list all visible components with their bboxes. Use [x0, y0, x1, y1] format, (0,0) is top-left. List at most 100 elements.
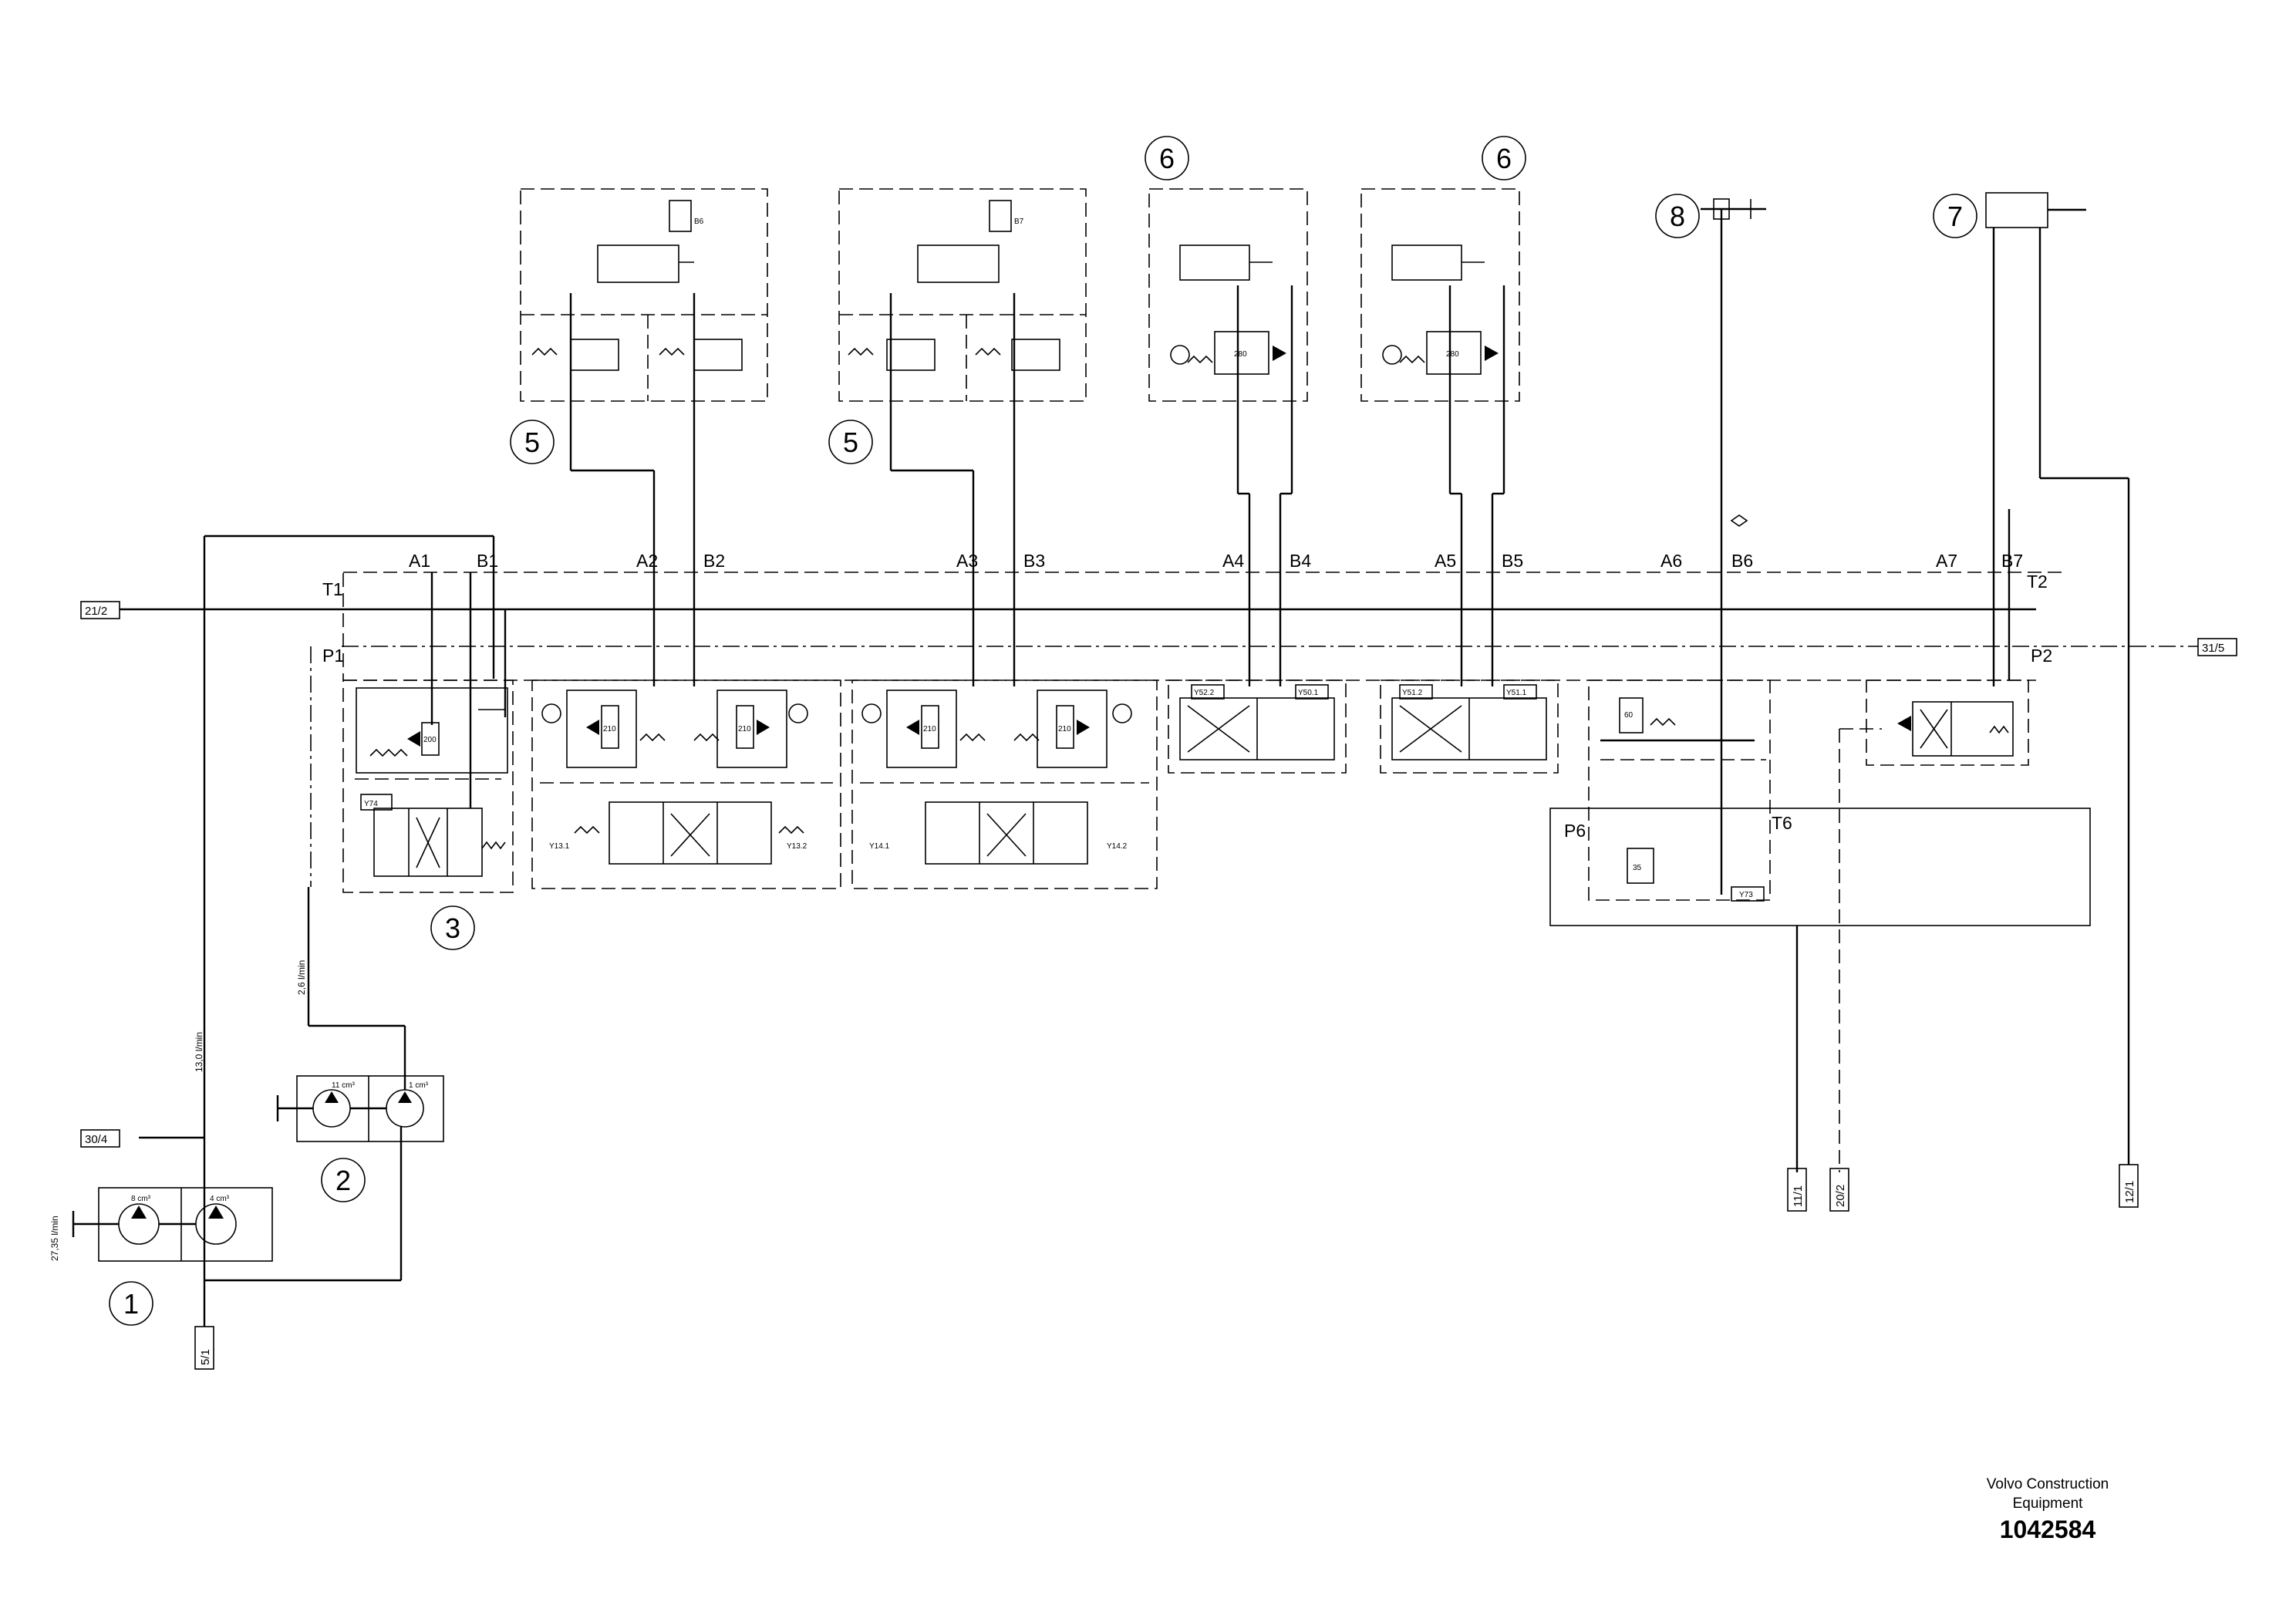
callout-circle-6b	[1482, 136, 1526, 180]
setting-210d: 210	[1058, 725, 1071, 733]
callout-circle-1	[109, 1281, 153, 1326]
callout-1: 1	[123, 1288, 139, 1320]
flow-labels: 27,35 l/min 13,0 l/min 2,6 l/min 8 cm³ 4…	[49, 960, 429, 1261]
solenoid-labels: Y74 Y13.1 Y13.2 Y14.1 Y14.2 Y52.2 Y50.1 …	[364, 218, 1753, 899]
pump-group-1	[72, 1187, 273, 1262]
setting-210a: 210	[603, 725, 616, 733]
disp-11: 11 cm³	[332, 1081, 355, 1090]
reference-boxes	[80, 601, 2237, 1370]
cylinder-7	[1985, 192, 2130, 1165]
callout-5a: 5	[524, 427, 540, 458]
ref-21-2: 21/2	[85, 605, 107, 618]
callout-circle-5a	[510, 420, 555, 464]
cylinder-8	[1701, 198, 1766, 527]
valve-section-6b	[1380, 679, 1559, 774]
port-a1: A1	[409, 551, 430, 571]
setting-280a: 280	[1234, 350, 1247, 359]
callout-circle-2	[321, 1158, 366, 1202]
port-t6: T6	[1772, 813, 1792, 833]
sol-y13-2: Y13.2	[787, 842, 807, 851]
sol-y13-1: Y13.1	[549, 842, 570, 851]
port-b4: B4	[1290, 551, 1311, 571]
valve-section-5a	[531, 679, 841, 889]
setting-200: 200	[423, 736, 437, 744]
sol-y51-1: Y51.1	[1506, 689, 1527, 697]
port-p6: P6	[1564, 821, 1586, 841]
callout-5b: 5	[843, 427, 858, 458]
callout-circle-6a	[1145, 136, 1189, 180]
supply-lines	[139, 534, 495, 1327]
port-b3: B3	[1023, 551, 1045, 571]
actuator-box-6b	[1360, 188, 1520, 686]
sol-y50-1: Y50.1	[1298, 689, 1319, 697]
callout-circle-5b	[828, 420, 873, 464]
port-a4: A4	[1222, 551, 1244, 571]
callout-7: 7	[1947, 201, 1963, 232]
feed-lines	[571, 469, 1016, 686]
setting-210b: 210	[738, 725, 751, 733]
reference-labels: 21/2 31/5 30/4 5/1 11/1 20/2 12/1	[85, 605, 2224, 1365]
ref-30-4: 30/4	[85, 1133, 107, 1146]
valve-section-6a	[1168, 679, 1347, 774]
flow-13: 13,0 l/min	[194, 1032, 204, 1072]
ref-20-2: 20/2	[1834, 1185, 1847, 1207]
callout-8: 8	[1670, 201, 1685, 232]
setting-210c: 210	[923, 725, 936, 733]
ref-12-1: 12/1	[2123, 1181, 2136, 1203]
callout-2: 2	[335, 1165, 351, 1196]
disp-1: 1 cm³	[409, 1081, 429, 1090]
sensor-b6: B6	[694, 218, 704, 226]
drawing-number: 1042584	[1999, 1516, 2096, 1543]
port-b7: B7	[2001, 551, 2023, 571]
valve-setting-labels: 200 210 210 210 210 280 280 60 35	[423, 350, 1642, 872]
actuator-box-6a	[1148, 188, 1308, 686]
port-p1: P1	[322, 646, 344, 666]
component-callouts: 1 2 3 5 5 6 6 8 7	[109, 136, 1977, 1326]
valve-section-5b	[851, 679, 1158, 889]
valve-section-8	[1549, 208, 2091, 926]
actuator-box-5b	[838, 188, 1087, 470]
port-b2: B2	[703, 551, 725, 571]
flow-26: 2,6 l/min	[296, 960, 307, 995]
brand-line-1: Volvo Construction	[1986, 1476, 2109, 1492]
actuator-box-5a	[520, 188, 768, 470]
sol-y51-2: Y51.2	[1402, 689, 1423, 697]
flow-pump1: 27,35 l/min	[49, 1216, 60, 1261]
valve-section-3	[342, 572, 514, 893]
return-lines	[1795, 728, 1882, 1172]
setting-280b: 280	[1446, 350, 1459, 359]
brand-caption: Volvo Construction Equipment	[1971, 1475, 2125, 1513]
sensor-b7: B7	[1014, 218, 1024, 226]
valve-section-7	[1866, 679, 2029, 766]
callout-6b: 6	[1496, 143, 1512, 174]
port-a2: A2	[636, 551, 658, 571]
disp-8: 8 cm³	[131, 1195, 151, 1203]
sol-y14-2: Y14.2	[1107, 842, 1128, 851]
disp-4: 4 cm³	[210, 1195, 230, 1203]
port-a7: A7	[1936, 551, 1957, 571]
port-labels: A1 B1 A2 B2 A3 B3 A4 B4 A5 B5 A6 B6 A7 B…	[322, 551, 2052, 841]
sol-y73: Y73	[1739, 891, 1753, 899]
port-p2: P2	[2031, 646, 2052, 666]
ref-11-1: 11/1	[1792, 1185, 1805, 1207]
callout-circle-7	[1933, 194, 1977, 238]
sol-y52-2: Y52.2	[1194, 689, 1215, 697]
port-b5: B5	[1502, 551, 1523, 571]
callout-circle-8	[1655, 194, 1700, 238]
setting-60: 60	[1624, 711, 1633, 720]
port-a3: A3	[956, 551, 978, 571]
sol-y14-1: Y14.1	[869, 842, 890, 851]
port-a6: A6	[1660, 551, 1682, 571]
ref-5-1: 5/1	[199, 1349, 212, 1365]
callout-3: 3	[445, 912, 460, 944]
port-b1: B1	[477, 551, 498, 571]
port-t2: T2	[2027, 572, 2048, 592]
sol-y74: Y74	[364, 800, 378, 808]
callout-6a: 6	[1159, 143, 1175, 174]
brand-line-2: Equipment	[2012, 1496, 2083, 1512]
port-t1: T1	[322, 579, 343, 599]
callout-circle-3	[430, 905, 475, 950]
ref-31-5: 31/5	[2202, 642, 2224, 655]
port-a5: A5	[1435, 551, 1456, 571]
